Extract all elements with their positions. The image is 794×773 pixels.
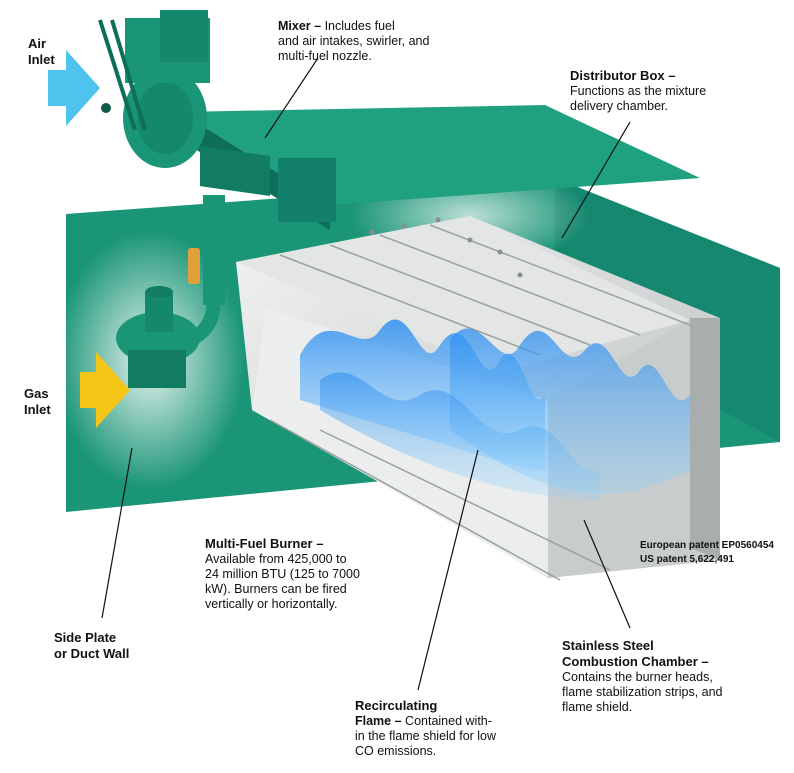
distributor-title: Distributor Box – bbox=[570, 68, 676, 83]
distributor-line2: delivery chamber. bbox=[570, 99, 668, 113]
chamber-line2: flame stabilization strips, and bbox=[562, 685, 723, 699]
recirculating-flame bbox=[300, 319, 690, 500]
label-combustion-chamber: Stainless Steel Combustion Chamber – Con… bbox=[562, 638, 723, 715]
gas-regulator bbox=[116, 195, 225, 388]
side-plate-line2: or Duct Wall bbox=[54, 646, 130, 661]
label-recirculating-flame: Recirculating Flame – Contained with- in… bbox=[355, 698, 496, 759]
leader-lines bbox=[101, 57, 631, 691]
patent-european: European patent EP0560454 bbox=[640, 540, 774, 551]
chamber-line1: Contains the burner heads, bbox=[562, 670, 713, 684]
gas-inlet-line1: Gas bbox=[24, 386, 49, 401]
mixer-line1: Includes fuel bbox=[324, 19, 395, 33]
air-inlet-arrow bbox=[48, 50, 100, 126]
air-inlet-line2: Inlet bbox=[28, 52, 55, 67]
patent-info: European patent EP0560454 US patent 5,62… bbox=[640, 539, 774, 567]
label-multi-fuel-burner: Multi-Fuel Burner – Available from 425,0… bbox=[205, 536, 360, 612]
burner-title: Multi-Fuel Burner – bbox=[205, 536, 324, 551]
flame-line3: CO emissions. bbox=[355, 744, 437, 758]
flame-title1: Recirculating bbox=[355, 698, 438, 713]
air-inlet-line1: Air bbox=[28, 36, 47, 51]
chamber-title2: Combustion Chamber – bbox=[562, 654, 709, 669]
gas-inlet-line2: Inlet bbox=[24, 402, 51, 417]
distributor-line1: Functions as the mixture bbox=[570, 84, 707, 98]
label-gas-inlet: Gas Inlet bbox=[24, 386, 51, 418]
label-side-plate: Side Plate or Duct Wall bbox=[54, 630, 129, 662]
burner-line1: Available from 425,000 to bbox=[205, 552, 347, 566]
leader-mixer bbox=[264, 57, 319, 139]
mixer-title: Mixer – bbox=[278, 19, 322, 33]
leader-distributor bbox=[561, 121, 631, 239]
leader-combustion bbox=[583, 519, 631, 629]
flame-line2: in the flame shield for low bbox=[355, 729, 497, 743]
flame-line1: Contained with- bbox=[405, 714, 492, 728]
label-mixer: Mixer – Includes fuel and air intakes, s… bbox=[278, 19, 429, 64]
gas-inlet-arrow bbox=[80, 352, 130, 428]
leader-recirculating bbox=[417, 449, 479, 691]
leader-side-plate bbox=[101, 447, 133, 619]
mixer-line3: multi-fuel nozzle. bbox=[278, 49, 372, 63]
burner-line3: kW). Burners can be fired bbox=[205, 582, 347, 596]
side-plate-line1: Side Plate bbox=[54, 630, 117, 645]
patent-us: US patent 5,622,491 bbox=[640, 554, 734, 565]
combustion-chamber bbox=[236, 216, 720, 581]
chamber-line3: flame shield. bbox=[562, 700, 633, 714]
label-distributor-box: Distributor Box – Functions as the mixtu… bbox=[570, 68, 706, 114]
burner-line2: 24 million BTU (125 to 7000 bbox=[205, 567, 360, 581]
mixer-line2: and air intakes, swirler, and bbox=[278, 34, 430, 48]
mixer-assembly bbox=[98, 10, 700, 230]
burner-line4: vertically or horizontally. bbox=[205, 597, 338, 611]
label-air-inlet: Air Inlet bbox=[28, 36, 55, 68]
chamber-title1: Stainless Steel bbox=[562, 638, 654, 653]
flame-title2: Flame – bbox=[355, 714, 402, 728]
